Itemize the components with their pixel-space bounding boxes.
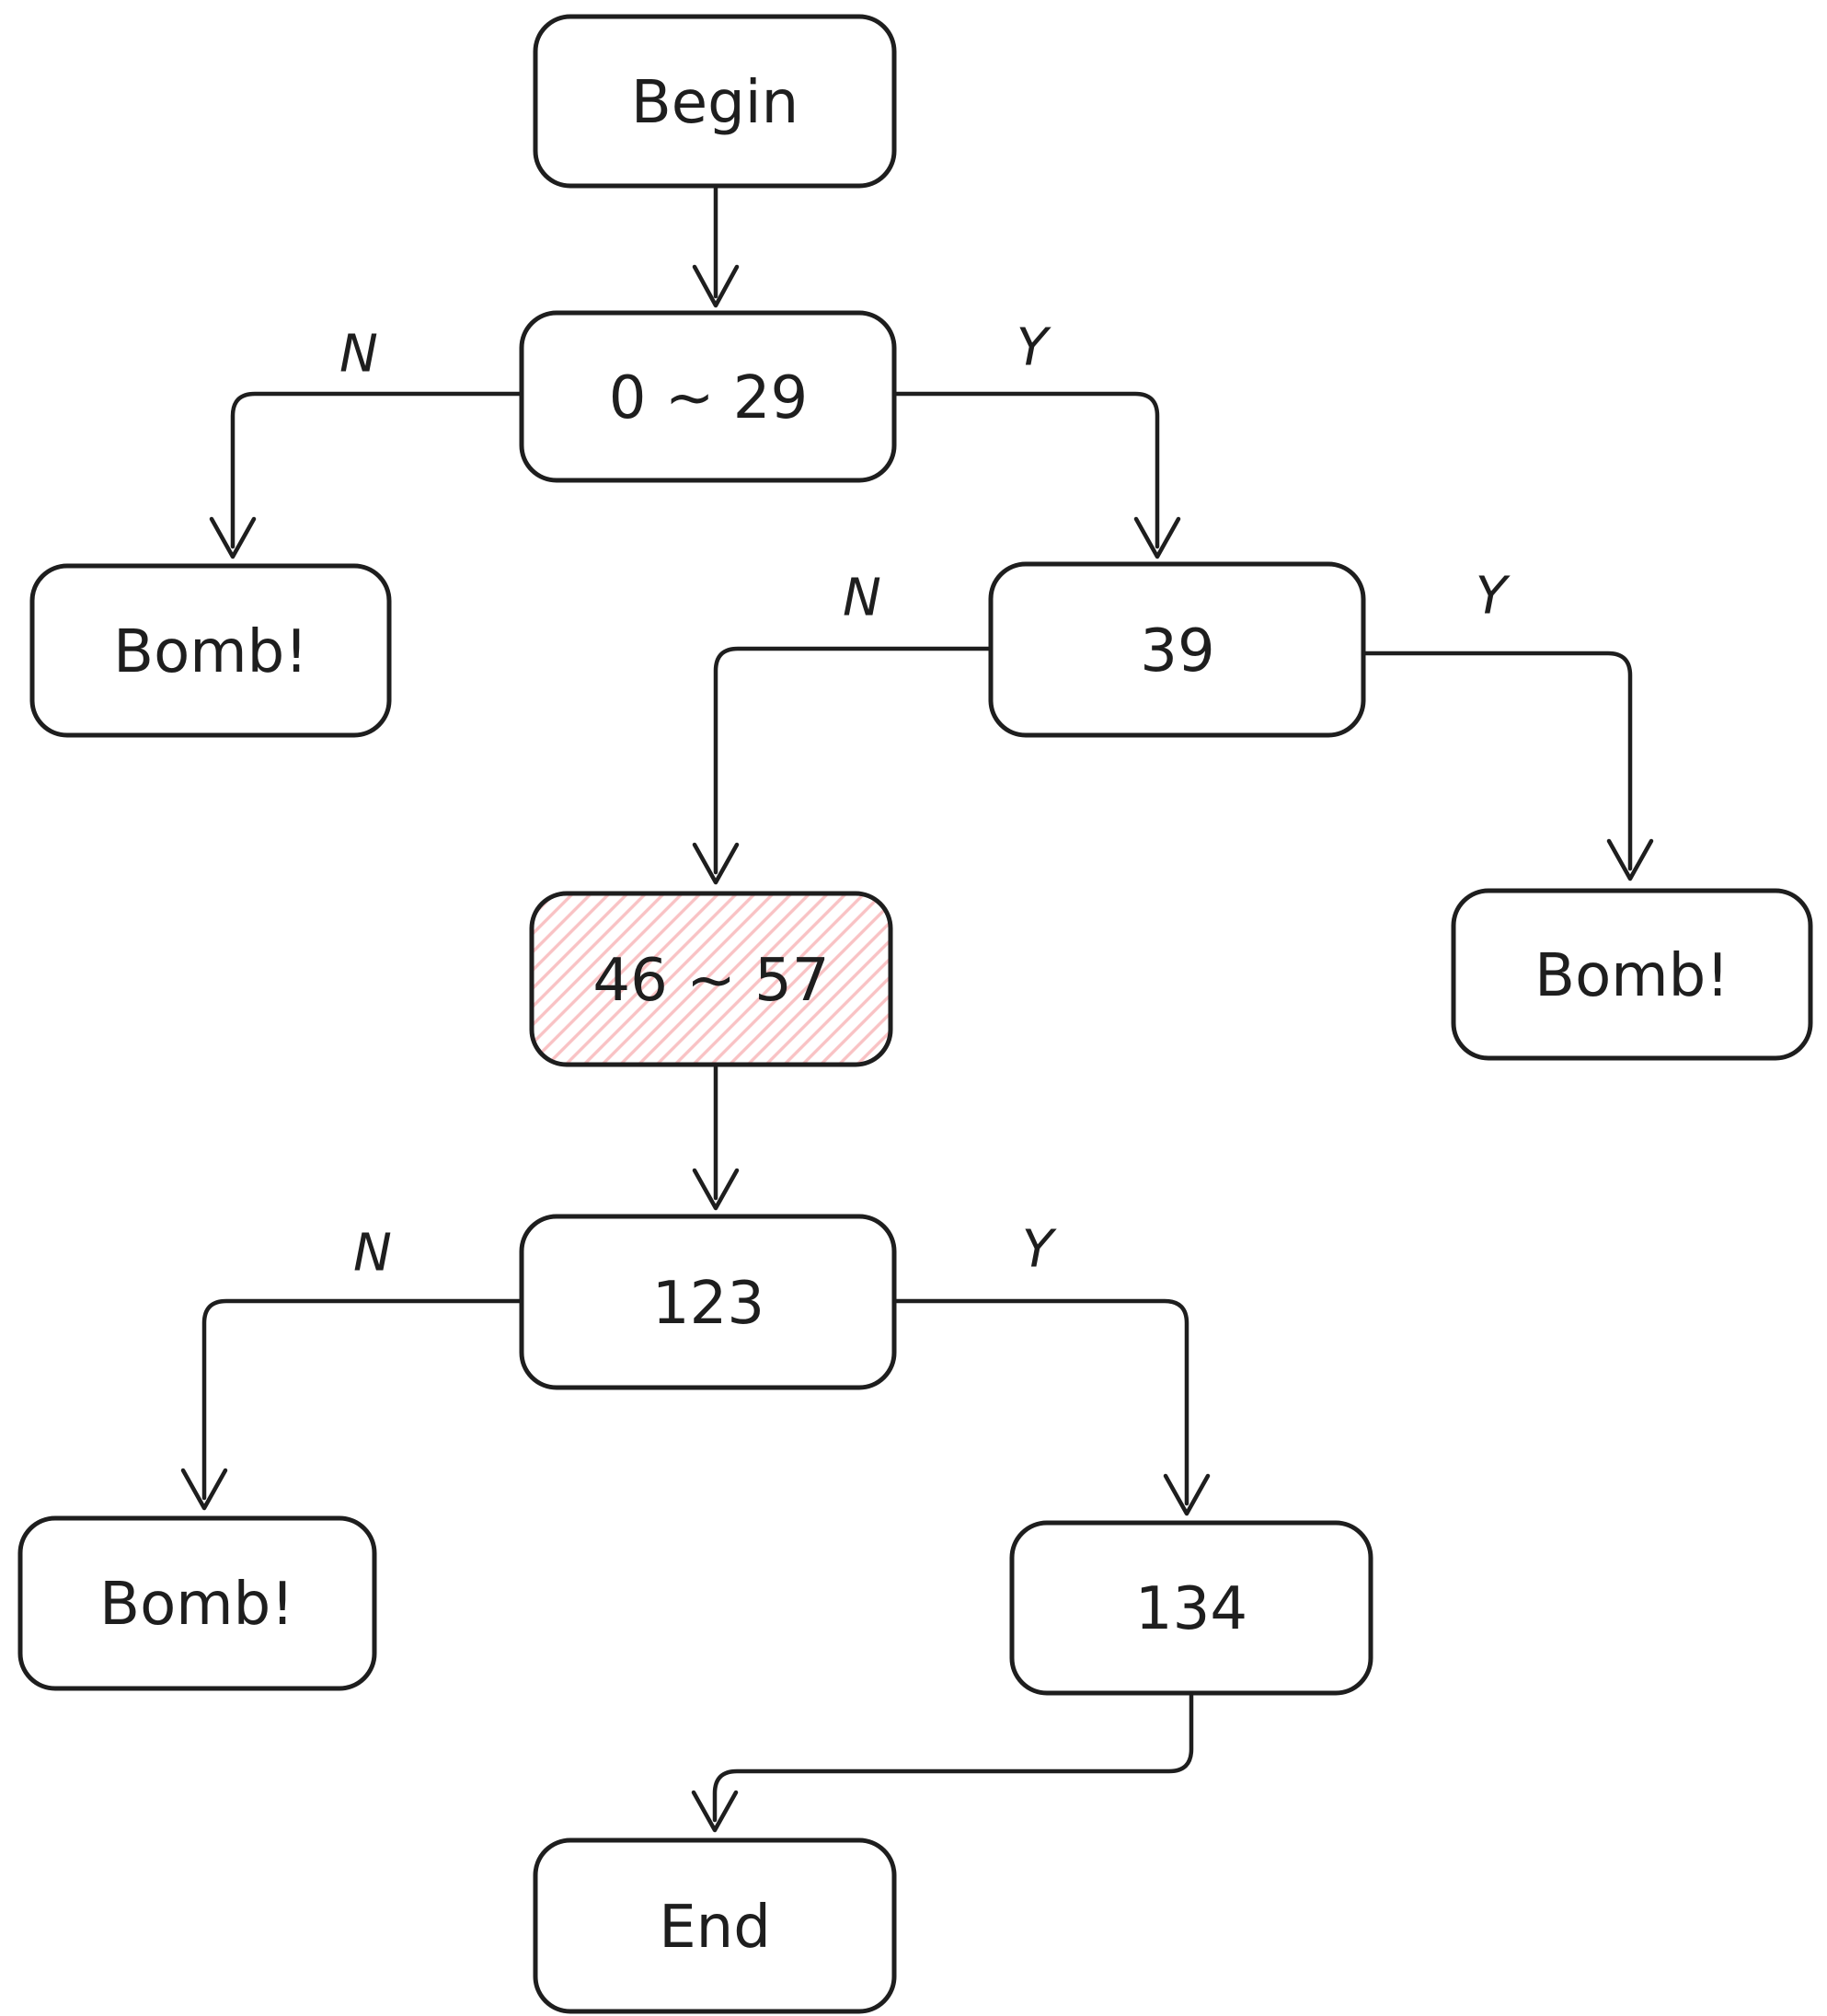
node-end-label: End xyxy=(659,1894,771,1962)
arrowhead-down-icon xyxy=(692,842,740,885)
node-123-label: 123 xyxy=(652,1270,764,1338)
node-begin-box xyxy=(533,14,897,189)
node-39: 39 xyxy=(988,561,1366,738)
arrowhead-down-icon xyxy=(692,1168,740,1211)
edge-46-57-to-123 xyxy=(692,1065,740,1211)
edge-label-yes: Y xyxy=(1017,318,1051,378)
node-bomb-left-box xyxy=(29,563,392,738)
node-bomb-right: Bomb! xyxy=(1451,888,1813,1061)
arrowhead-down-icon xyxy=(1606,838,1654,881)
edge-line xyxy=(891,1298,1189,1506)
node-bomb-bottom-label: Bomb! xyxy=(99,1571,294,1639)
arrowhead-down-icon xyxy=(1133,516,1181,559)
edge-label-no: N xyxy=(339,325,378,385)
edge-line xyxy=(712,1693,1194,1823)
node-123: 123 xyxy=(519,1214,897,1390)
node-39-box xyxy=(988,561,1366,738)
node-46-57: 46 ~ 57 xyxy=(529,891,893,1067)
arrowhead-down-icon xyxy=(1163,1473,1211,1516)
edge-0-29-yes-to-39: Y xyxy=(891,318,1181,559)
node-begin: Begin xyxy=(533,14,897,189)
node-134-box xyxy=(1009,1520,1373,1696)
edge-label-no: N xyxy=(353,1224,392,1284)
node-bomb-right-box xyxy=(1451,888,1813,1061)
node-end-box xyxy=(533,1837,897,2014)
node-134-label: 134 xyxy=(1135,1575,1247,1643)
edge-line xyxy=(201,1298,524,1501)
edge-39-yes-to-bomb: Y xyxy=(1361,567,1654,881)
node-bomb-bottom-box xyxy=(17,1515,377,1691)
node-bomb-left-label: Bomb! xyxy=(113,618,308,686)
node-end: End xyxy=(533,1837,897,2014)
edge-line xyxy=(891,391,1160,549)
edge-123-no-to-bomb: N xyxy=(180,1224,524,1511)
node-bomb-right-label: Bomb! xyxy=(1534,942,1729,1010)
arrowhead-down-icon xyxy=(692,264,740,308)
node-begin-label: Begin xyxy=(631,69,799,137)
edge-line xyxy=(230,391,524,549)
node-134: 134 xyxy=(1009,1520,1373,1696)
edge-0-29-no-to-bomb: N xyxy=(209,325,524,559)
node-bomb-left: Bomb! xyxy=(29,563,392,738)
node-0-29-box xyxy=(519,310,897,483)
arrowhead-down-icon xyxy=(180,1468,228,1511)
edge-line xyxy=(1361,651,1633,871)
node-46-57-box xyxy=(529,891,893,1067)
node-46-57-label: 46 ~ 57 xyxy=(592,947,829,1015)
edge-begin-to-0-29 xyxy=(692,186,740,308)
node-0-29: 0 ~ 29 xyxy=(519,310,897,483)
edge-39-no-to-46-57: N xyxy=(692,569,994,885)
node-123-box xyxy=(519,1214,897,1390)
arrowhead-down-icon xyxy=(209,516,257,559)
arrowhead-down-icon xyxy=(691,1790,739,1833)
edge-134-to-end xyxy=(691,1693,1194,1833)
node-bomb-bottom: Bomb! xyxy=(17,1515,377,1691)
node-0-29-label: 0 ~ 29 xyxy=(609,364,808,432)
edge-label-yes: Y xyxy=(1476,567,1511,627)
node-39-label: 39 xyxy=(1140,617,1214,685)
edge-label-yes: Y xyxy=(1022,1220,1057,1280)
edge-123-yes-to-134: Y xyxy=(891,1220,1211,1516)
edge-label-no: N xyxy=(843,569,881,628)
edge-line xyxy=(713,646,994,875)
